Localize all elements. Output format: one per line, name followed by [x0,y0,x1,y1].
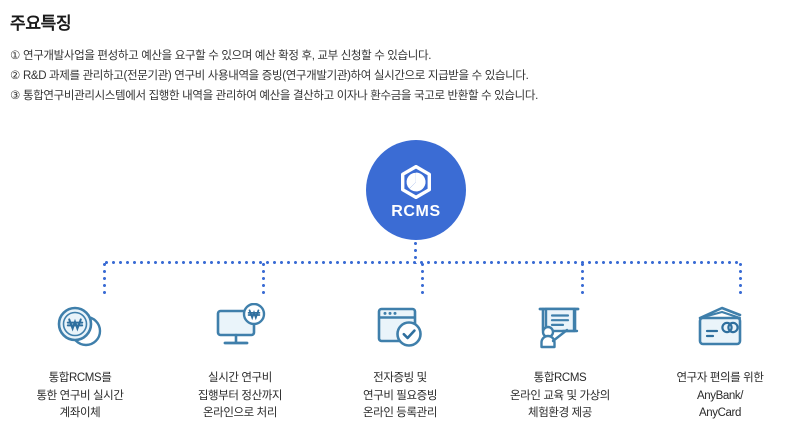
bullet-marker: ② [10,70,20,82]
bullet-marker: ① [10,50,20,62]
feature-item-evidence-registration: 전자증빙 및 연구비 필요증빙 온라인 등록관리 [320,300,480,423]
bullet-text: R&D 과제를 관리하고(전문기관) 연구비 사용내역을 증빙(연구개발기관)하… [22,70,529,82]
connector-stem-vertical [414,240,417,264]
rcms-logo-circle: RCMS [366,140,466,240]
feature-label: 통합RCMS를 통한 연구비 실시간 계좌이체 [36,372,124,419]
feature-label: 전자증빙 및 연구비 필요증빙 온라인 등록관리 [362,372,438,419]
feature-label: 통합RCMS 온라인 교육 및 가상의 체험환경 제공 [509,372,610,419]
bullet-marker: ③ [10,90,20,102]
connector-drop-3 [421,261,424,297]
credit-cards-icon [692,300,748,356]
monitor-won-icon [213,300,267,356]
feature-list: 통합RCMS를 통한 연구비 실시간 계좌이체 실시간 연구비 집행부터 정산까… [0,300,800,423]
connector-drop-4 [581,261,584,297]
rcms-logo: RCMS [366,140,466,240]
feature-item-anybank-anycard: 연구자 편의를 위한 AnyBank/ AnyCard [640,300,800,423]
presentation-person-icon [533,300,587,356]
rcms-logo-label: RCMS [391,203,441,220]
page-title: 주요특징 [10,14,72,33]
feature-label: 연구자 편의를 위한 AnyBank/ AnyCard [676,372,764,419]
rcms-hexagon-icon [400,164,432,200]
connector-drop-2 [262,261,265,297]
feature-label: 실시간 연구비 집행부터 정산까지 온라인으로 처리 [197,372,283,419]
feature-item-account-transfer: 통합RCMS를 통한 연구비 실시간 계좌이체 [0,300,160,423]
connector-drop-1 [103,261,106,297]
bullet-text: 통합연구비관리시스템에서 집행한 내역을 관리하여 예산을 결산하고 이자나 환… [22,90,538,102]
feature-item-online-education: 통합RCMS 온라인 교육 및 가상의 체험환경 제공 [480,300,640,423]
connector-drop-5 [739,261,742,297]
browser-check-icon [374,300,426,356]
feature-item-online-settlement: 실시간 연구비 집행부터 정산까지 온라인으로 처리 [160,300,320,423]
bullet-text: 연구개발사업을 편성하고 예산을 요구할 수 있으며 예산 확정 후, 교부 신… [22,50,432,62]
won-coins-icon [54,300,106,356]
